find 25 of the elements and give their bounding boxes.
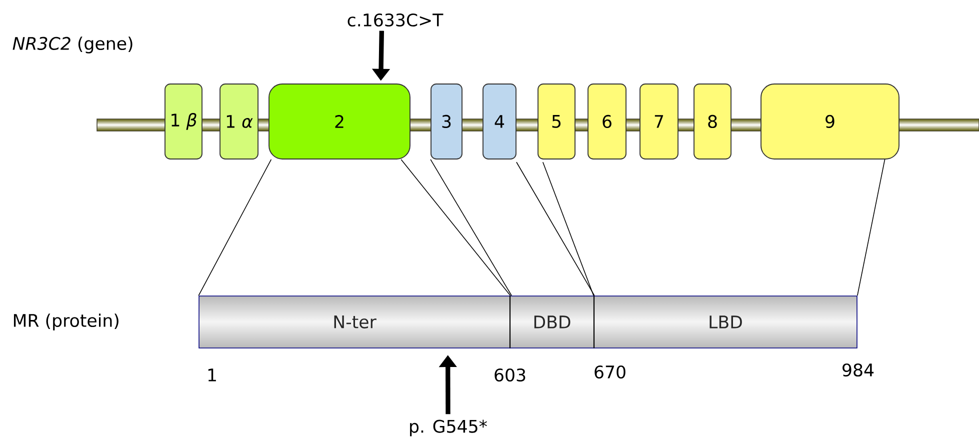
protein-domain: DBD [510, 296, 594, 348]
gene-title: NR3C2 (gene) [12, 36, 132, 54]
mapping-line [857, 159, 886, 296]
exon-box: 1 β [164, 84, 202, 160]
position-number: 670 [594, 365, 626, 379]
exon-box: 9 [760, 84, 900, 160]
mapping-line [516, 162, 595, 296]
exon-box: 8 [694, 84, 732, 160]
exon-box: 1 α [220, 84, 258, 160]
position-number: 1 [208, 368, 216, 382]
mapping-line [542, 162, 594, 296]
mutation-label: c.1633C>T [348, 13, 444, 27]
exon-box: 2 [268, 84, 410, 160]
position-number: 603 [494, 368, 526, 382]
exon-box: 4 [482, 84, 516, 160]
exon-box: 5 [538, 84, 576, 160]
protein-title: MR (protein) [14, 314, 118, 330]
mapping-line [430, 159, 512, 296]
mutation-label: p. G545* [410, 420, 487, 436]
exon-box: 7 [640, 84, 678, 160]
exon-box: 6 [588, 84, 626, 160]
mapping-line [400, 159, 511, 296]
mapping-line [198, 159, 272, 296]
exon-box: 3 [430, 84, 462, 160]
position-number: 984 [842, 363, 874, 377]
